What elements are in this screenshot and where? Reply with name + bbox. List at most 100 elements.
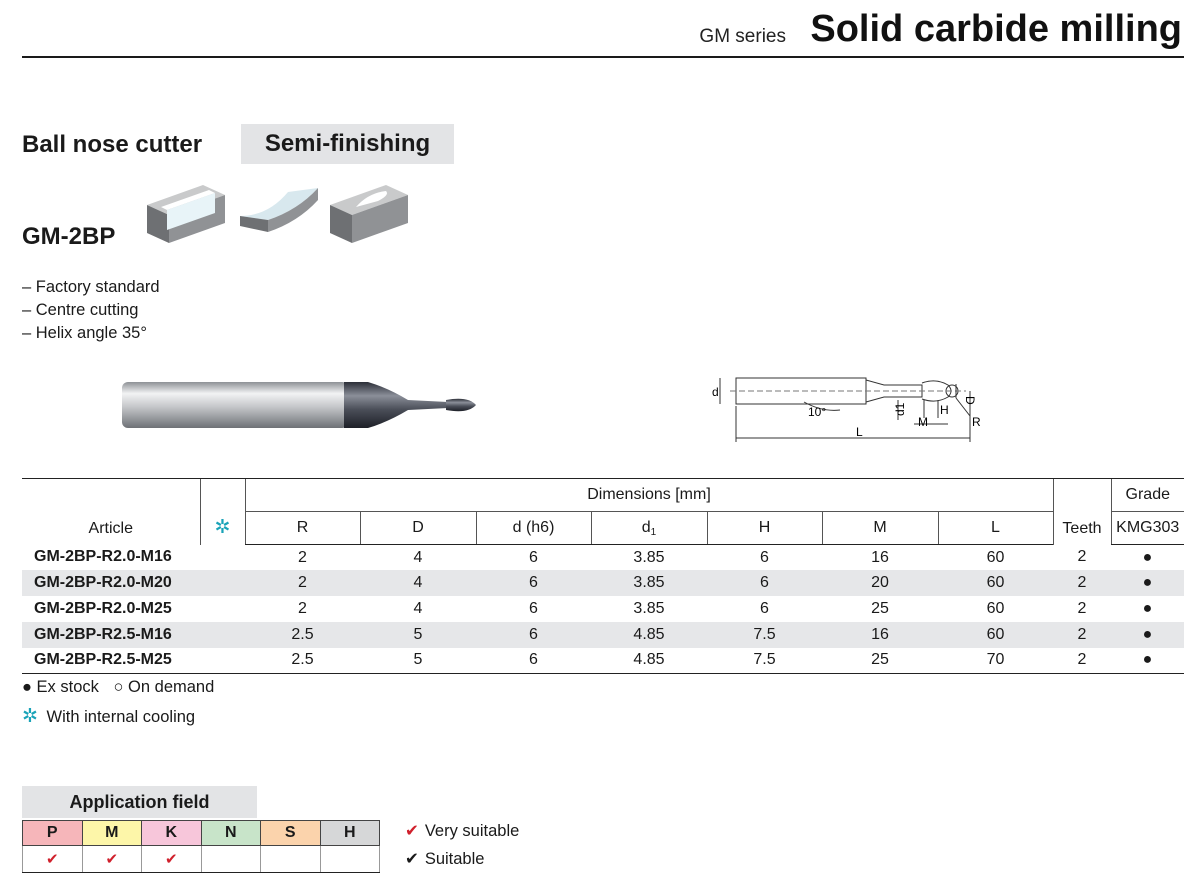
- drawing-label-H: H: [940, 403, 949, 417]
- cell-grade: ●: [1111, 647, 1184, 674]
- page-header: GM series Solid carbide milling: [22, 0, 1184, 58]
- cell-H: 6: [760, 548, 769, 566]
- cell-d1: 3.85: [591, 570, 707, 597]
- article-cell: GM-2BP-R2.0-M20: [22, 570, 200, 597]
- very-suitable-key: ✔ Very suitable: [405, 821, 519, 841]
- dim-header-D: D: [359, 511, 476, 545]
- cell-L: 60: [986, 599, 1005, 617]
- cooling-legend: ✲ With internal cooling: [22, 705, 195, 728]
- drawing-label-angle: 10°: [808, 405, 826, 419]
- cell-M: 25: [822, 647, 938, 674]
- cell-M: 20: [822, 570, 938, 597]
- dim-header-L: L: [937, 511, 1053, 545]
- dimensions-column-header: Dimensions [mm]: [244, 478, 1053, 512]
- dim-header-d-h6: d (h6): [475, 511, 591, 545]
- cell-teeth: 2: [1053, 570, 1111, 597]
- cell-grade: ●: [1142, 599, 1153, 617]
- cell-d1: 3.85: [633, 599, 665, 617]
- material-code-h: H: [319, 820, 380, 846]
- ex-stock-legend: ● Ex stock: [22, 678, 99, 696]
- material-code-s: S: [260, 820, 321, 846]
- cell-R: 2.5: [245, 647, 360, 674]
- cell-D: 4: [413, 599, 423, 617]
- cell-L: 70: [938, 647, 1053, 674]
- black-check-icon: ✔: [405, 850, 419, 868]
- material-code-m: M: [81, 820, 142, 846]
- cell-teeth: 2: [1077, 599, 1087, 617]
- feature-item: – Factory standard: [22, 278, 160, 296]
- drawing-label-D: D: [963, 396, 977, 405]
- series-label: GM series: [699, 26, 786, 47]
- cell-R: 2.5: [245, 621, 360, 648]
- suitability-mark-k: ✔: [141, 845, 202, 873]
- product-type: Ball nose cutter: [22, 131, 203, 158]
- on-demand-legend: ○ On demand: [113, 678, 215, 696]
- very-suitable-label: Very suitable: [424, 822, 520, 840]
- teeth-column-header: Teeth: [1052, 478, 1111, 545]
- drawing-label-d1: d1: [893, 402, 907, 416]
- suitability-mark-n: [200, 845, 261, 873]
- drawing-label-L: L: [856, 425, 863, 439]
- cell-D: 5: [360, 621, 476, 648]
- article-cell: GM-2BP-R2.5-M16: [22, 621, 200, 648]
- cell-teeth: 2: [1053, 621, 1111, 648]
- suitability-mark-s: [260, 845, 321, 873]
- curved-surface-workpiece-icon: [240, 188, 318, 232]
- cell-d1: 4.85: [591, 647, 707, 674]
- grade-name-header: KMG303: [1110, 511, 1184, 545]
- dim-header-d1: d1: [590, 511, 707, 545]
- technical-drawing: d 10° d1 H M L D R: [712, 377, 981, 442]
- cell-d: 6: [476, 647, 591, 674]
- suitability-mark-h: [319, 845, 380, 873]
- dim-header-R: R: [244, 511, 360, 545]
- cell-D: 5: [360, 647, 476, 674]
- article-cell: GM-2BP-R2.0-M25: [34, 599, 172, 617]
- cell-M: 16: [871, 548, 889, 566]
- material-code-n: N: [200, 820, 261, 846]
- cooling-cell: [200, 570, 245, 597]
- page-title: Solid carbide milling: [810, 8, 1182, 50]
- red-check-icon: ✔: [405, 822, 419, 840]
- cell-grade: ●: [1142, 548, 1153, 566]
- cell-D: 4: [413, 548, 423, 566]
- cell-H: 7.5: [707, 647, 822, 674]
- suitability-mark-m: ✔: [81, 845, 142, 873]
- cooling-column-icon: ✲: [199, 478, 245, 545]
- cell-H: 7.5: [707, 621, 822, 648]
- cell-M: 16: [822, 621, 938, 648]
- feature-item: – Helix angle 35°: [22, 324, 147, 342]
- cell-d: 6: [476, 570, 591, 597]
- model-name: GM-2BP: [22, 223, 116, 250]
- cell-d: 6: [476, 621, 591, 648]
- suitable-key: ✔ Suitable: [405, 849, 484, 869]
- article-cell: GM-2BP-R2.0-M16: [34, 548, 172, 566]
- suitable-label: Suitable: [424, 850, 485, 868]
- slot-workpiece-icon: [147, 185, 225, 243]
- dim-header-H: H: [706, 511, 822, 545]
- cell-grade: ●: [1111, 570, 1184, 597]
- material-code-k: K: [141, 820, 202, 846]
- cell-d: 6: [529, 548, 538, 566]
- cell-H: 6: [707, 570, 822, 597]
- cell-d: 6: [529, 599, 538, 617]
- cell-L: 60: [938, 621, 1053, 648]
- cell-teeth: 2: [1053, 647, 1111, 674]
- article-cell: GM-2BP-R2.5-M25: [22, 647, 200, 674]
- spec-table: Article ✲ Dimensions [mm] Teeth Grade R …: [22, 478, 1184, 674]
- feature-item: – Centre cutting: [22, 301, 139, 319]
- cell-H: 6: [760, 599, 769, 617]
- cell-L: 60: [938, 570, 1053, 597]
- cell-d1: 4.85: [591, 621, 707, 648]
- cooling-cell: [200, 596, 245, 622]
- drawing-label-R: R: [972, 415, 981, 429]
- cell-teeth: 2: [1077, 548, 1087, 566]
- cooling-cell: [200, 647, 245, 674]
- suitability-mark-p: ✔: [22, 845, 83, 873]
- dim-header-M: M: [821, 511, 938, 545]
- feature-list: – Factory standard – Centre cutting – He…: [22, 276, 160, 345]
- stock-legend: ● Ex stock ○ On demand: [22, 678, 214, 697]
